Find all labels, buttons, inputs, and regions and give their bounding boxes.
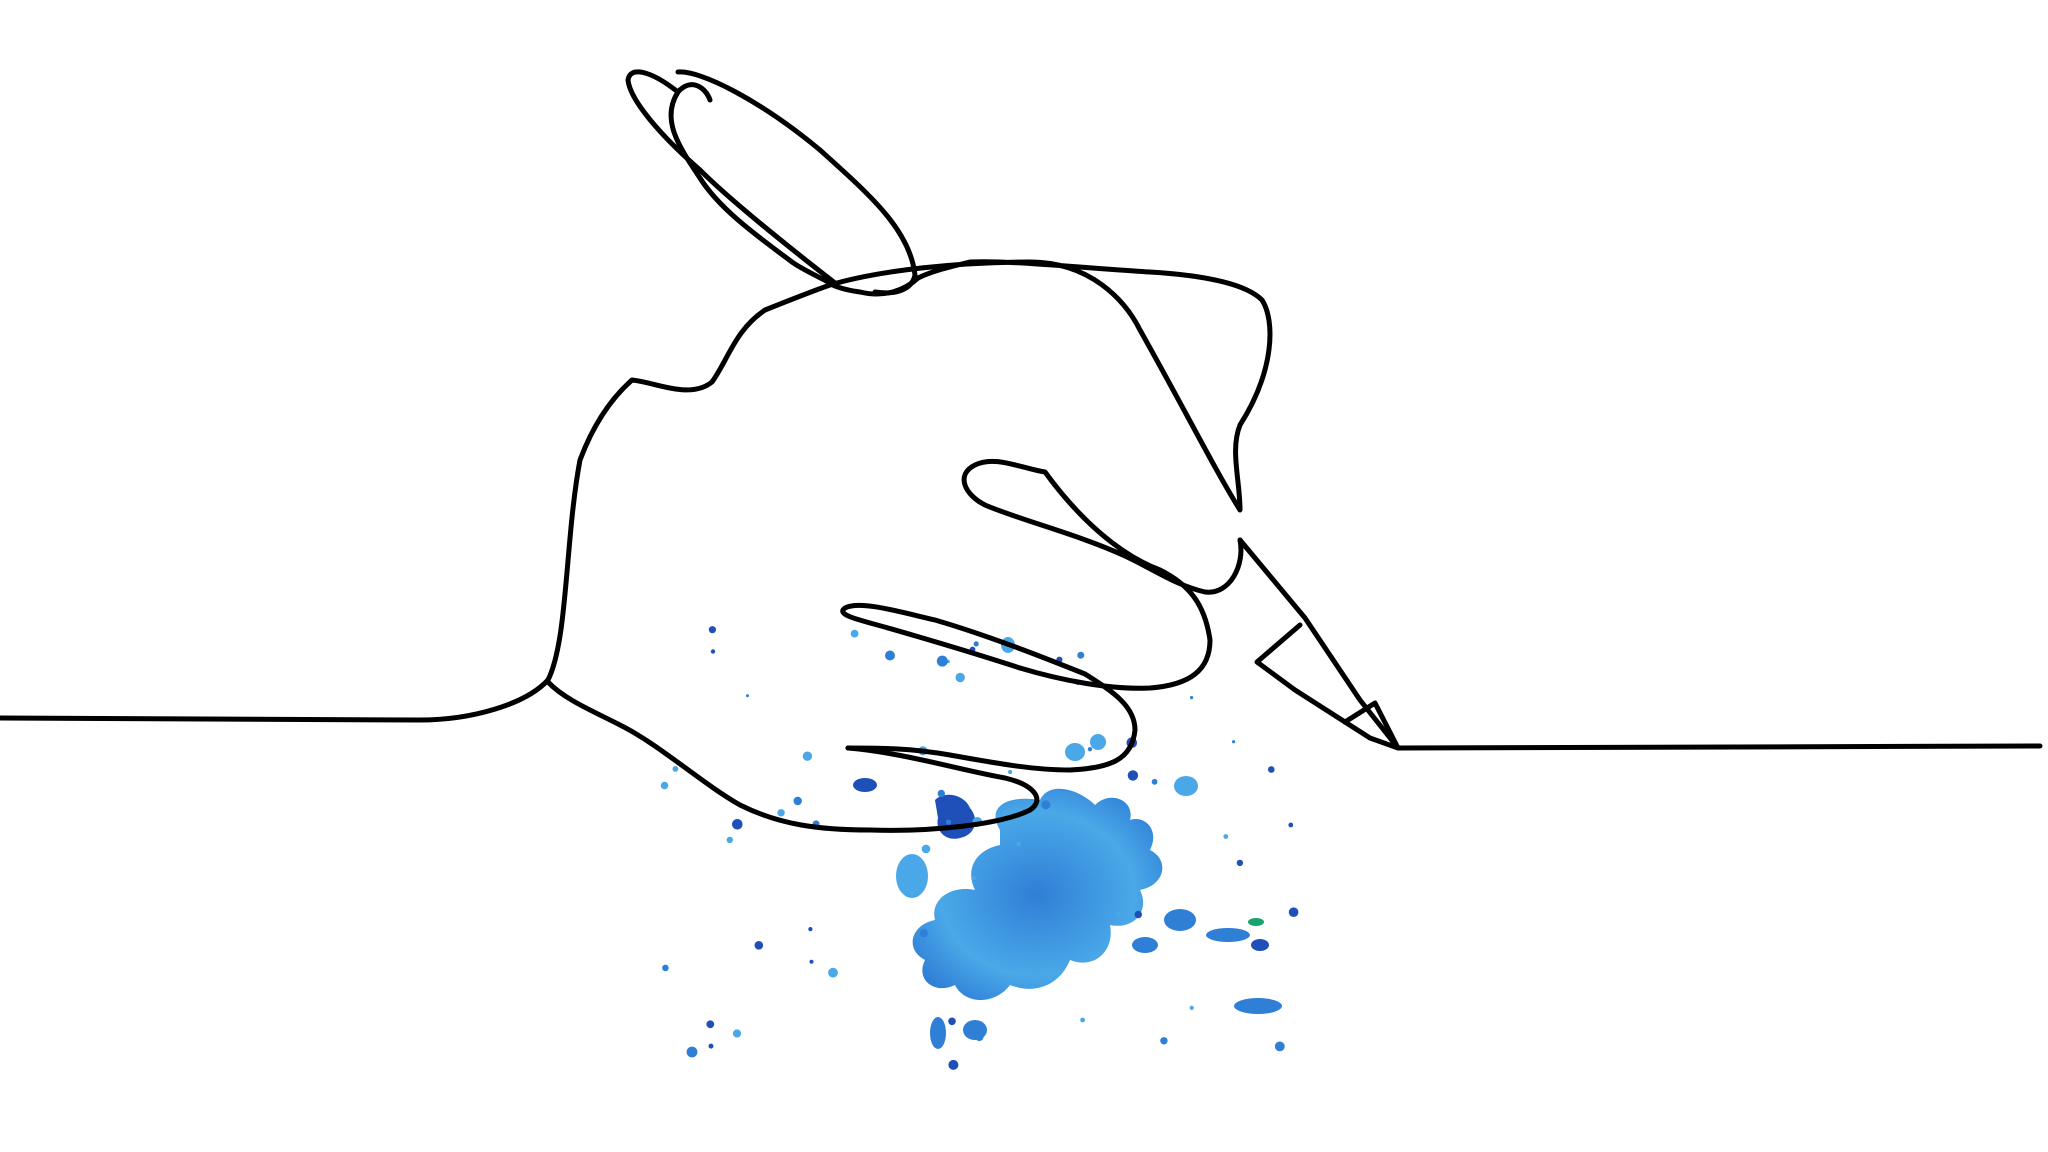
ink-drop xyxy=(1164,909,1196,931)
ink-splash-dark-notch xyxy=(935,794,976,839)
ink-drop xyxy=(1234,998,1282,1014)
ink-drop xyxy=(1132,937,1158,953)
ink-drop xyxy=(896,854,928,898)
ink-speck xyxy=(1189,1005,1194,1011)
ink-speck xyxy=(971,876,976,880)
ink-speck xyxy=(1223,834,1229,839)
ink-drop xyxy=(930,1017,946,1049)
pen-barrel-lower xyxy=(1237,537,1401,751)
pen-barrel xyxy=(675,69,918,296)
ink-speck xyxy=(936,655,948,667)
ink-specks xyxy=(660,626,1299,1070)
ink-speck xyxy=(937,789,945,798)
ink-speck xyxy=(955,672,965,683)
ink-speck xyxy=(1008,769,1013,775)
ink-speck xyxy=(754,941,764,950)
ink-speck xyxy=(1087,747,1093,752)
ink-speck xyxy=(708,1043,714,1049)
hand-outline xyxy=(545,259,1273,683)
ink-speck xyxy=(777,809,785,817)
ink-speck xyxy=(919,929,928,938)
ink-speck xyxy=(885,650,895,661)
ink-splash xyxy=(660,626,1299,1070)
ink-speck xyxy=(828,967,838,978)
ink-speck xyxy=(1041,800,1051,810)
ink-drop xyxy=(853,778,877,792)
ink-speck xyxy=(672,766,679,772)
ink-speck xyxy=(1080,1017,1085,1023)
ink-speck xyxy=(746,694,749,698)
ink-speck xyxy=(706,1020,715,1029)
ink-speck xyxy=(732,1029,742,1038)
ink-speck xyxy=(808,927,813,932)
ink-splash-main-blot xyxy=(912,788,1163,1000)
ink-drop xyxy=(1174,776,1198,796)
ink-speck xyxy=(948,1017,956,1026)
ink-speck xyxy=(1116,911,1122,917)
ink-speck xyxy=(975,1032,984,1042)
ink-drop xyxy=(1090,734,1106,750)
ink-speck xyxy=(809,959,814,964)
ink-speck xyxy=(850,629,859,638)
baseline-right-stroke xyxy=(1395,743,2043,751)
ink-speck xyxy=(945,819,952,825)
ink-speck xyxy=(1236,859,1244,867)
ink-drop xyxy=(1206,928,1250,942)
ink-speck xyxy=(948,1059,959,1070)
ink-speck xyxy=(660,781,669,790)
ink-speck xyxy=(921,844,931,854)
ink-speck xyxy=(1288,822,1294,828)
ink-speck xyxy=(1016,841,1021,847)
ink-speck xyxy=(710,649,716,654)
ink-speck xyxy=(662,964,669,972)
ink-speck xyxy=(1151,778,1158,785)
ink-speck xyxy=(1127,770,1139,781)
index-finger xyxy=(668,82,921,297)
ink-speck xyxy=(732,819,743,830)
baseline-left-stroke xyxy=(0,677,551,723)
ink-drop xyxy=(1065,743,1085,761)
ink-speck xyxy=(1077,651,1085,659)
pinky-and-palm xyxy=(545,679,1040,833)
ink-speck xyxy=(1160,1037,1168,1045)
middle-finger xyxy=(961,458,1244,691)
ink-speck xyxy=(726,836,733,844)
ink-speck xyxy=(1134,910,1143,919)
ink-speck xyxy=(1190,696,1194,700)
pen-tip xyxy=(1342,700,1401,751)
ink-drop xyxy=(1248,918,1264,926)
ink-speck xyxy=(802,751,813,761)
ink-speck xyxy=(1268,766,1275,773)
ink-speck xyxy=(1274,1041,1285,1052)
ink-speck xyxy=(1232,740,1236,744)
pen-barrel-upper xyxy=(625,69,838,286)
ring-finger xyxy=(840,602,1138,773)
ink-speck xyxy=(973,641,979,647)
ink-speck xyxy=(1288,907,1299,917)
ink-speck xyxy=(686,1046,698,1058)
ink-speck xyxy=(708,626,717,634)
ink-drop xyxy=(1251,939,1269,951)
ink-speck xyxy=(793,796,802,806)
